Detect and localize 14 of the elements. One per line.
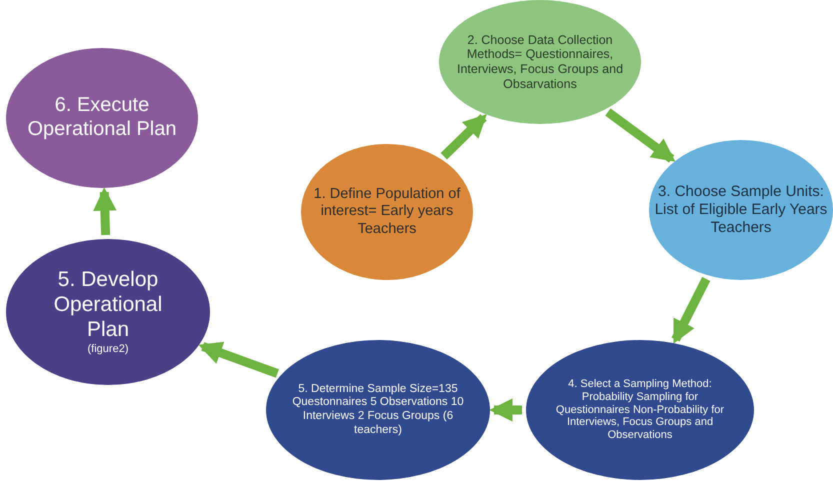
step-text: 5. Develop Operational Plan xyxy=(52,268,164,343)
step-text: 5. Determine Sample Size=135 Questonnaires 5 Observations 10 Interviews 2 Focus Groups (6 teachers) xyxy=(291,382,465,438)
arrow xyxy=(440,114,487,160)
arrow xyxy=(605,108,676,163)
arrow xyxy=(198,342,279,378)
step-text: 1. Define Population of interest= Early years Teachers xyxy=(312,186,462,238)
step-text: 6. Execute Operational Plan xyxy=(27,94,177,142)
step-text: 4. Select a Sampling Method: Probability Sampling for Questionnaires Non-Probability for Interviews, Focus Groups and Observations xyxy=(554,378,726,442)
step-text: 3. Choose Sample Units: List of Eligible Early Years Teachers xyxy=(654,183,828,237)
arrow xyxy=(672,276,710,344)
arrow xyxy=(93,187,117,236)
arrow xyxy=(489,398,522,422)
step-note: (figure2) xyxy=(88,342,128,356)
step-text: 2. Choose Data Collection Methods= Questionnaires, Interviews, Focus Groups and Obsarvations xyxy=(456,32,624,92)
